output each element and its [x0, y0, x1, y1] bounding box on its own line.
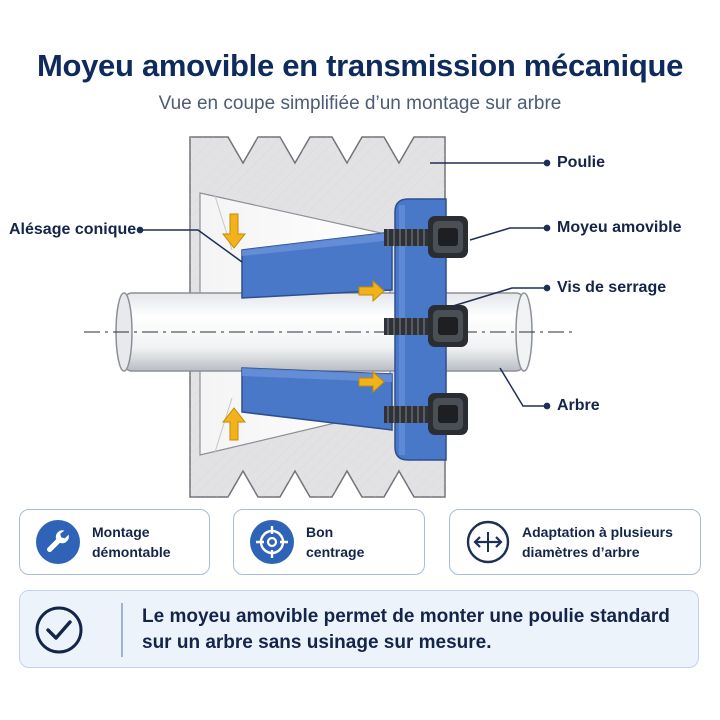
check-icon: [35, 606, 83, 654]
label-moyeu: Moyeu amovible: [557, 219, 682, 236]
feature-line1: Bon: [306, 524, 334, 540]
feature-line2: diamètres d’arbre: [522, 544, 640, 560]
leader-lines: [136, 159, 551, 410]
feature-line2: démontable: [92, 544, 171, 560]
arrow-right-icon: [358, 370, 385, 394]
arrow-right-icon: [358, 279, 385, 303]
label-arbre: Arbre: [557, 397, 600, 414]
feature-card-demontable: Montage démontable: [19, 509, 210, 575]
label-alesage: Alésage conique: [9, 221, 137, 238]
target-icon: [250, 520, 294, 564]
arrow-up-icon: [221, 407, 247, 441]
feature-line2: centrage: [306, 544, 365, 560]
label-vis: Vis de serrage: [557, 279, 667, 296]
note-line1: Le moyeu amovible permet de monter une p…: [142, 606, 670, 627]
feature-card-centrage: Bon centrage: [233, 509, 425, 575]
note-line2: sur un arbre sans usinage sur mesure.: [142, 632, 492, 653]
screw-top: [384, 216, 468, 258]
diameter-arrows-icon: [466, 520, 510, 564]
page-subtitle: Vue en coupe simplifiée d’un montage sur…: [158, 93, 562, 114]
feature-line1: Adaptation à plusieurs: [522, 524, 673, 540]
page-title: Moyeu amovible en transmission mécanique: [36, 48, 684, 83]
label-poulie: Poulie: [557, 154, 606, 171]
screw-bottom: [384, 393, 468, 435]
wrench-icon: [36, 520, 80, 564]
screw-middle: [384, 305, 468, 347]
hub-taper-lower: [241, 367, 393, 431]
hub-taper-upper: [241, 231, 393, 299]
arrow-down-icon: [221, 213, 247, 249]
note-separator: [121, 603, 123, 657]
feature-card-adaptation: Adaptation à plusieurs diamètres d’arbre: [449, 509, 701, 575]
feature-line1: Montage: [92, 524, 150, 540]
summary-note: Le moyeu amovible permet de monter une p…: [19, 590, 699, 668]
